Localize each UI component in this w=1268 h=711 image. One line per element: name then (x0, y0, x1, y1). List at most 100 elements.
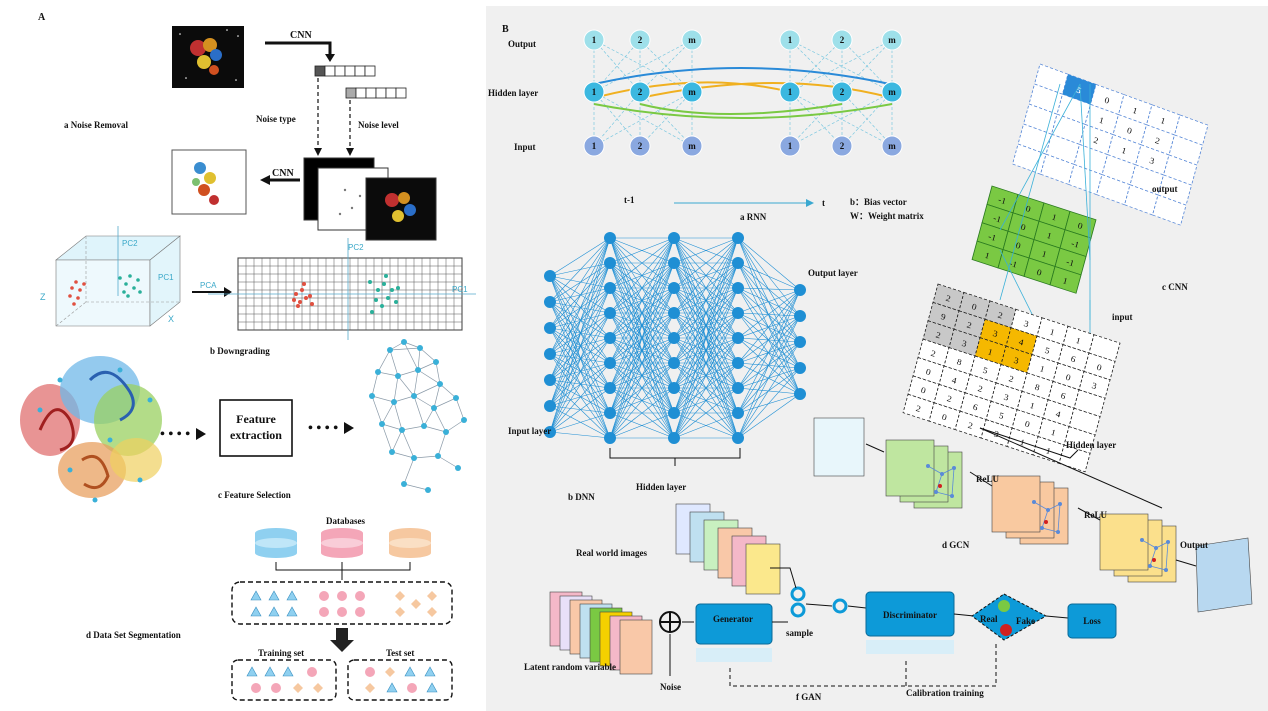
feature-extraction-line1: Feature (236, 412, 276, 426)
gan-calibration-label: Calibration training (906, 688, 984, 698)
cnn-output-cell: 1 (1132, 105, 1139, 116)
cnn-input-value: 1 (1050, 427, 1057, 438)
dnn-node (732, 257, 744, 269)
rnn-hidden-label: Hidden layer (488, 88, 538, 98)
dnn-node (732, 357, 744, 369)
rnn-output-node (681, 29, 703, 51)
rnn-recurrent-arc (593, 67, 891, 85)
pca-teal-point (368, 280, 372, 284)
rnn-node-number: 1 (592, 87, 597, 97)
graph-node (395, 373, 401, 379)
circle-sample (407, 683, 417, 693)
graph-node (387, 347, 393, 353)
diamond-sample (365, 683, 375, 693)
graph-node (369, 393, 375, 399)
bias-vector-label: b：Bias vector (850, 197, 907, 207)
graph-node (443, 429, 449, 435)
diamond-sample (385, 667, 395, 677)
rnn-input-node (629, 135, 651, 157)
graph-node (401, 339, 407, 345)
gcn-output-label: Output (1180, 540, 1208, 550)
rnn-node-number: 2 (638, 141, 643, 151)
rnn-node-number: 1 (592, 35, 597, 45)
triangle-sample (386, 682, 398, 693)
feature-graph (369, 339, 467, 493)
rnn-hidden-node (881, 81, 903, 103)
gan-decision-diamond (971, 593, 1048, 641)
database-icons (255, 528, 431, 558)
noise-level-label: Noise level (358, 120, 399, 130)
gan-diagram (549, 503, 1117, 687)
triangle-sample (286, 590, 298, 601)
dnn-node (604, 307, 616, 319)
dnn-node (544, 374, 556, 386)
gcn-card (885, 439, 963, 509)
training-set-box (231, 659, 337, 701)
triangle-sample (264, 666, 276, 677)
rnn-hidden-node (583, 81, 605, 103)
cnn-input-value: 0 (1096, 362, 1103, 373)
cnn-input-value: 2 (946, 393, 953, 404)
dnn-node (794, 336, 806, 348)
ellipsis-1: • • • • (160, 427, 190, 442)
diamond-sample (293, 683, 303, 693)
pca-red-point (300, 288, 304, 292)
cnn-input-value: 0 (971, 301, 978, 312)
cnn-input-value: 8 (1034, 382, 1041, 393)
dnn-node (668, 257, 680, 269)
pca-red-point (308, 294, 312, 298)
cnn-filter-value: 1 (984, 250, 991, 261)
pca-teal-point (384, 274, 388, 278)
pca-teal-point (382, 282, 386, 286)
dnn-node (794, 388, 806, 400)
cnn-output-label: output (1152, 184, 1178, 194)
databases-label: Databases (326, 516, 365, 526)
dnn-node (732, 407, 744, 419)
triangle-sample (250, 590, 262, 601)
cnn-filter-value: 1 (1051, 212, 1058, 223)
cnn-filter-value: 0 (1015, 240, 1022, 251)
rnn-node-number: m (888, 87, 896, 97)
rnn-output-node (629, 29, 651, 51)
rnn-output-node (831, 29, 853, 51)
dnn-node (668, 357, 680, 369)
cnn-input-value: 2 (967, 420, 974, 431)
triangle-sample (424, 666, 436, 677)
graph-node (431, 405, 437, 411)
circle-sample (319, 607, 329, 617)
circle-sample (337, 591, 347, 601)
graph-node (411, 393, 417, 399)
graph-node (437, 381, 443, 387)
gan-real-indicator (998, 600, 1010, 612)
diamond-sample (427, 591, 437, 601)
graph-node (455, 465, 461, 471)
cnn-input-value: 6 (1060, 390, 1067, 401)
rnn-node-number: m (688, 35, 696, 45)
feature-selection-label: c Feature Selection (218, 490, 291, 500)
graph-node (401, 481, 407, 487)
cnn-input-value: 2 (935, 330, 942, 341)
rnn-node-number: 2 (840, 35, 845, 45)
rnn-t: t (822, 198, 825, 208)
cnn-input-value: 4 (1018, 337, 1025, 348)
diamond-sample (411, 599, 421, 609)
feature-extraction-line2: extraction (230, 428, 282, 442)
gan-title: f GAN (796, 692, 822, 702)
gcn-relu-1: ReLU (976, 474, 999, 484)
gan-real-image (745, 543, 781, 595)
graph-node (411, 455, 417, 461)
triangle-sample (246, 666, 258, 677)
rnn-node-number: 1 (788, 87, 793, 97)
pca-red-point (302, 282, 306, 286)
test-set-box (347, 659, 453, 701)
dnn-node (732, 307, 744, 319)
dnn-node (668, 282, 680, 294)
gcn-title: d GCN (942, 540, 970, 550)
rnn-output-label: Output (508, 39, 536, 49)
cnn-label-2: CNN (272, 168, 294, 179)
gan-latent-label: Latent random variable (524, 662, 616, 672)
cnn-filter-value: 0 (1020, 222, 1027, 233)
noise-type-label: Noise type (256, 114, 296, 124)
